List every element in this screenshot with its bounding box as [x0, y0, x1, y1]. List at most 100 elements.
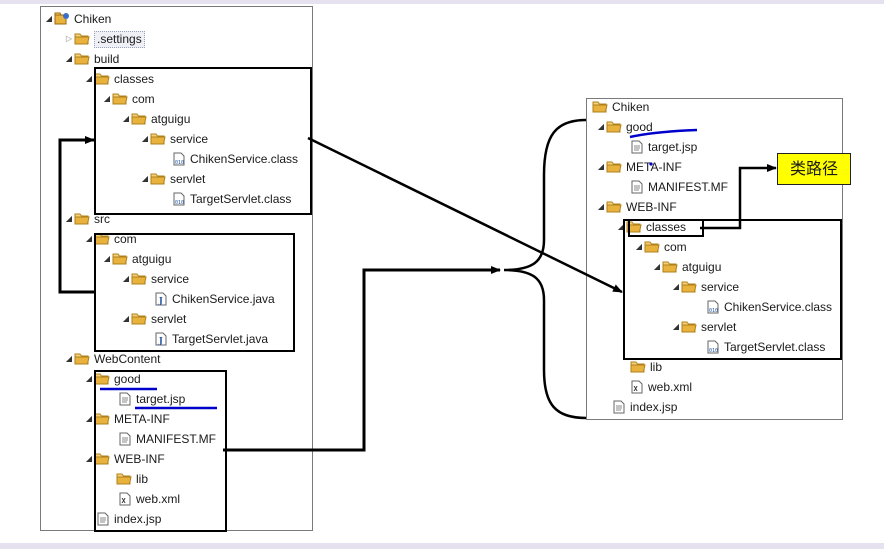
tree-node-com[interactable]: ◢com [102, 90, 155, 108]
expanded-arrow-icon[interactable]: ◢ [617, 222, 625, 231]
folder-icon [630, 360, 646, 378]
jsp-file-icon [612, 400, 626, 419]
tree-node-src[interactable]: ◢src [64, 210, 110, 228]
tree-node-atguigu[interactable]: ◢atguigu [121, 110, 190, 128]
expanded-arrow-icon[interactable]: ◢ [635, 242, 643, 251]
tree-node-index-jsp[interactable]: index.jsp [96, 510, 161, 528]
folder-icon [74, 52, 90, 70]
java-file-icon: J [154, 332, 168, 351]
expanded-arrow-icon[interactable]: ◢ [85, 74, 93, 83]
xml-file-icon: X [118, 492, 132, 511]
expanded-arrow-icon[interactable]: ◢ [65, 214, 73, 223]
tree-node-classes[interactable]: ◢classes [84, 70, 154, 88]
tree-node-src-servlet[interactable]: ◢servlet [121, 310, 186, 328]
deploy-node-manifest[interactable]: MANIFEST.MF [630, 178, 728, 196]
tree-node-chiken[interactable]: ◢Chiken [44, 10, 111, 28]
expanded-arrow-icon[interactable]: ◢ [45, 14, 53, 23]
expanded-arrow-icon[interactable]: ◢ [65, 54, 73, 63]
classpath-callout: 类路径 [777, 153, 851, 185]
expanded-arrow-icon[interactable]: ◢ [597, 122, 605, 131]
tree-node-build[interactable]: ◢build [64, 50, 119, 68]
tree-node-meta-inf[interactable]: ◢META-INF [84, 410, 170, 428]
expanded-arrow-icon[interactable]: ◢ [672, 322, 680, 331]
tree-node-servlet[interactable]: ◢servlet [140, 170, 205, 188]
expanded-arrow-icon[interactable]: ◢ [122, 314, 130, 323]
svg-text:X: X [634, 385, 639, 393]
tree-node-src-service[interactable]: ◢service [121, 270, 189, 288]
tree-node-manifest[interactable]: MANIFEST.MF [118, 430, 216, 448]
deploy-node-com[interactable]: ◢com [634, 238, 687, 256]
folder-icon [681, 320, 697, 338]
svg-text:J: J [158, 335, 163, 345]
tree-node-src-atguigu[interactable]: ◢atguigu [102, 250, 171, 268]
class-file-icon: 010 [706, 300, 720, 319]
jsp-file-icon [118, 392, 132, 411]
class-file-icon: 010 [706, 340, 720, 359]
svg-text:010: 010 [709, 308, 718, 314]
project-icon [54, 12, 70, 31]
deploy-node-atguigu[interactable]: ◢atguigu [652, 258, 721, 276]
folder-icon [606, 160, 622, 178]
folder-icon [131, 312, 147, 330]
tree-node-webcontent[interactable]: ◢WebContent [64, 350, 161, 368]
folder-icon [74, 212, 90, 230]
deploy-node-classes[interactable]: ◢classes [616, 218, 686, 236]
expanded-arrow-icon[interactable]: ◢ [122, 114, 130, 123]
tree-node-src-com[interactable]: ◢com [84, 230, 137, 248]
expanded-arrow-icon[interactable]: ◢ [653, 262, 661, 271]
java-file-icon: J [154, 292, 168, 311]
expanded-arrow-icon[interactable]: ◢ [85, 414, 93, 423]
tree-node-web-inf[interactable]: ◢WEB-INF [84, 450, 165, 468]
class-file-icon: 010 [172, 152, 186, 171]
expanded-arrow-icon[interactable]: ◢ [141, 134, 149, 143]
folder-icon [606, 120, 622, 138]
expanded-arrow-icon[interactable]: ◢ [85, 234, 93, 243]
deploy-node-servlet[interactable]: ◢servlet [671, 318, 736, 336]
tree-node-lib[interactable]: lib [116, 470, 148, 488]
expanded-arrow-icon[interactable]: ◢ [597, 202, 605, 211]
deploy-node-service[interactable]: ◢service [671, 278, 739, 296]
expanded-arrow-icon[interactable]: ◢ [672, 282, 680, 291]
svg-text:010: 010 [175, 160, 184, 166]
deploy-node-meta-inf[interactable]: ◢META-INF [596, 158, 682, 176]
svg-text:010: 010 [175, 200, 184, 206]
xml-file-icon: X [630, 380, 644, 399]
folder-icon [662, 260, 678, 278]
expanded-arrow-icon[interactable]: ◢ [103, 94, 111, 103]
text-file-icon [630, 180, 644, 199]
expanded-arrow-icon[interactable]: ◢ [122, 274, 130, 283]
expanded-arrow-icon[interactable]: ◢ [85, 374, 93, 383]
tree-node-settings[interactable]: ▷.settings [64, 30, 145, 48]
expanded-arrow-icon[interactable]: ◢ [103, 254, 111, 263]
tree-node-target-jsp[interactable]: target.jsp [118, 390, 185, 408]
folder-icon [94, 232, 110, 250]
folder-icon [592, 100, 608, 118]
left-project-tree [40, 6, 313, 531]
expanded-arrow-icon[interactable]: ◢ [65, 354, 73, 363]
tree-node-service[interactable]: ◢service [140, 130, 208, 148]
collapsed-arrow-icon[interactable]: ▷ [65, 34, 73, 43]
expanded-arrow-icon[interactable]: ◢ [85, 454, 93, 463]
svg-text:J: J [158, 295, 163, 305]
expanded-arrow-icon[interactable]: ◢ [141, 174, 149, 183]
folder-icon [74, 32, 90, 50]
deploy-node-chiken[interactable]: Chiken [592, 98, 649, 116]
deploy-node-index-jsp[interactable]: index.jsp [612, 398, 677, 416]
deploy-node-good[interactable]: ◢good [596, 118, 653, 136]
folder-icon [131, 272, 147, 290]
tree-node-good[interactable]: ◢good [84, 370, 141, 388]
deploy-node-web-inf[interactable]: ◢WEB-INF [596, 198, 677, 216]
deploy-node-target-jsp[interactable]: target.jsp [630, 138, 697, 156]
jsp-file-icon [630, 140, 644, 159]
deploy-node-lib[interactable]: lib [630, 358, 662, 376]
expanded-arrow-icon[interactable]: ◢ [597, 162, 605, 171]
svg-text:010: 010 [709, 348, 718, 354]
